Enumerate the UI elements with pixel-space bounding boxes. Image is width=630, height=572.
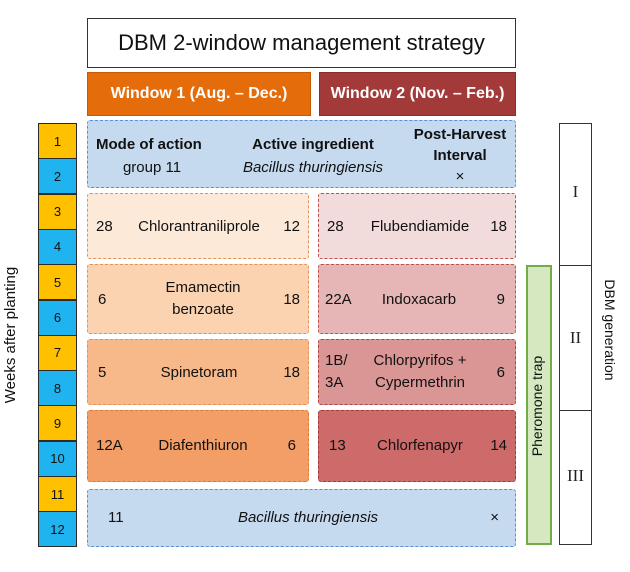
footer-phi: × <box>490 509 499 526</box>
w1-group: 12A <box>96 437 123 454</box>
week-cell: 4 <box>38 228 77 265</box>
window-1-header: Window 1 (Aug. – Dec.) <box>87 72 311 116</box>
window-2-header: Window 2 (Nov. – Feb.) <box>319 72 516 116</box>
bt-header-band: Mode of action group 11 Active ingredien… <box>87 120 516 188</box>
w1-group: 5 <box>98 364 107 381</box>
w2-band-2: 22A Indoxacarb 9 <box>318 264 516 334</box>
w1-ingredient: Diafenthiuron <box>158 437 248 454</box>
bt-footer-band: 11 Bacillus thuringiensis × <box>87 489 516 547</box>
week-cell: 7 <box>38 334 77 371</box>
footer-group: 11 <box>108 509 124 526</box>
w2-ingredient: Indoxacarb <box>381 291 457 308</box>
week-cell: 1 <box>38 123 77 159</box>
w2-group-line1: 1B/ <box>325 352 348 369</box>
w2-band-3: 1B/ 3A Chlorpyrifos + Cypermethrin 6 <box>318 339 516 405</box>
w1-ingredient: Spinetoram <box>160 364 238 381</box>
week-cell: 3 <box>38 193 77 230</box>
week-cell: 12 <box>38 511 77 548</box>
w1-phi: 12 <box>283 218 300 235</box>
w2-band-4: 13 Chlorfenapyr 14 <box>318 410 516 482</box>
week-cell: 8 <box>38 370 77 407</box>
week-cell: 10 <box>38 440 77 477</box>
w1-phi: 6 <box>287 437 296 454</box>
w2-ingredient: Chlorfenapyr <box>377 437 463 454</box>
phi-value: × <box>455 168 465 185</box>
w2-group-line2: 3A <box>325 374 344 391</box>
w1-phi: 18 <box>283 364 300 381</box>
phi-heading-2: Interval <box>433 147 487 164</box>
generation-column: I II III <box>559 123 592 545</box>
generation-divider <box>560 265 591 266</box>
w1-band-4: 12A Diafenthiuron 6 <box>87 410 309 482</box>
ai-bt: Bacillus thuringiensis <box>242 159 384 176</box>
w2-group: 13 <box>329 437 346 454</box>
generation-label: DBM generation <box>602 279 618 381</box>
moa-heading: Mode of action <box>96 136 202 153</box>
footer-ingredient: Bacillus thuringiensis <box>237 509 379 526</box>
w2-phi: 14 <box>490 437 507 454</box>
w1-ingredient-line1: Emamectin <box>165 279 241 296</box>
w1-ingredient: Chlorantraniliprole <box>138 218 260 235</box>
w2-group: 28 <box>327 218 344 235</box>
w2-phi: 6 <box>496 364 505 381</box>
w2-phi: 9 <box>496 291 505 308</box>
week-cell: 11 <box>38 476 77 512</box>
w2-group: 22A <box>325 291 352 308</box>
generation-divider <box>560 410 591 411</box>
generation-iii: III <box>567 466 584 485</box>
pheromone-trap-label: Pheromone trap <box>529 355 545 457</box>
phi-heading-1: Post-Harvest <box>413 126 507 143</box>
diagram-title: DBM 2-window management strategy <box>87 18 516 68</box>
w2-ingredient-line1: Chlorpyrifos + <box>373 352 467 369</box>
w1-band-2: 6 Emamectin benzoate 18 <box>87 264 309 334</box>
w1-band-1: 28 Chlorantraniliprole 12 <box>87 193 309 259</box>
weeks-axis-label: Weeks after planting <box>2 266 19 404</box>
w1-band-3: 5 Spinetoram 18 <box>87 339 309 405</box>
week-cell: 9 <box>38 405 77 442</box>
w2-ingredient-line2: Cypermethrin <box>374 374 466 391</box>
generation-ii: II <box>569 328 582 347</box>
pheromone-trap-bar <box>526 265 552 545</box>
w1-group: 6 <box>98 291 107 308</box>
ai-heading: Active ingredient <box>252 136 374 153</box>
moa-group: group 11 <box>122 159 182 176</box>
week-cell: 2 <box>38 158 77 195</box>
w1-ingredient-line2: benzoate <box>172 301 234 318</box>
week-cell: 5 <box>38 264 77 301</box>
w2-phi: 18 <box>490 218 507 235</box>
w1-phi: 18 <box>283 291 300 308</box>
week-cell: 6 <box>38 299 77 336</box>
w2-ingredient: Flubendiamide <box>370 218 470 235</box>
w2-band-1: 28 Flubendiamide 18 <box>318 193 516 259</box>
generation-i: I <box>572 182 579 201</box>
w1-group: 28 <box>96 218 113 235</box>
